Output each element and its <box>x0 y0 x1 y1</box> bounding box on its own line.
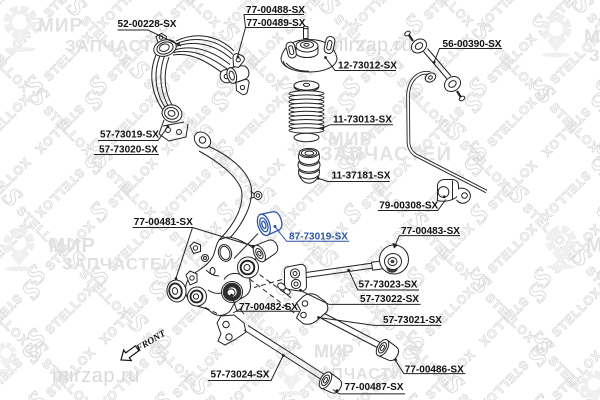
svg-text:77-00489-SX: 77-00489-SX <box>247 17 306 29</box>
svg-text:ЗАПЧАСТЕЙ: ЗАПЧАСТЕЙ <box>65 37 179 56</box>
svg-text:mirzap.ru: mirzap.ru <box>327 34 413 56</box>
svg-text:57-73022-SX: 57-73022-SX <box>360 293 419 305</box>
svg-text:77-00483-SX: 77-00483-SX <box>401 225 460 237</box>
svg-text:77-00488-SX: 77-00488-SX <box>246 4 305 16</box>
svg-text:57-73019-SX: 57-73019-SX <box>100 129 159 141</box>
svg-text:79-00308-SX: 79-00308-SX <box>379 199 438 211</box>
svg-text:МИР: МИР <box>328 130 373 151</box>
svg-text:mirzap.ru: mirzap.ru <box>52 365 140 387</box>
svg-text:77-00487-SX: 77-00487-SX <box>345 381 404 393</box>
svg-text:ЗАП: ЗАП <box>589 46 600 65</box>
svg-text:11-37181-SX: 11-37181-SX <box>332 170 391 182</box>
svg-text:77-00482-SX: 77-00482-SX <box>239 301 298 313</box>
svg-text:52-00228-SX: 52-00228-SX <box>118 18 177 30</box>
svg-text:ЗАПЧАСТЕЙ: ЗАПЧАСТЕЙ <box>62 255 176 274</box>
svg-text:МИР: МИР <box>584 27 600 48</box>
svg-text:77-00481-SX: 77-00481-SX <box>134 216 193 228</box>
svg-text:56-00390-SX: 56-00390-SX <box>443 38 502 50</box>
svg-text:57-73023-SX: 57-73023-SX <box>359 279 418 291</box>
svg-text:МИР: МИР <box>49 235 96 257</box>
svg-text:57-73021-SX: 57-73021-SX <box>383 314 442 326</box>
svg-text:77-00486-SX: 77-00486-SX <box>405 363 464 375</box>
svg-text:11-73013-SX: 11-73013-SX <box>333 114 392 126</box>
svg-text:МИР: МИР <box>586 235 600 257</box>
svg-text:МИР: МИР <box>314 342 354 362</box>
svg-text:57-73024-SX: 57-73024-SX <box>211 369 270 381</box>
svg-text:87-73019-SX: 87-73019-SX <box>289 231 348 243</box>
svg-text:12-73012-SX: 12-73012-SX <box>338 60 397 72</box>
svg-text:МИР: МИР <box>38 16 83 37</box>
svg-text:57-73020-SX: 57-73020-SX <box>99 144 158 156</box>
